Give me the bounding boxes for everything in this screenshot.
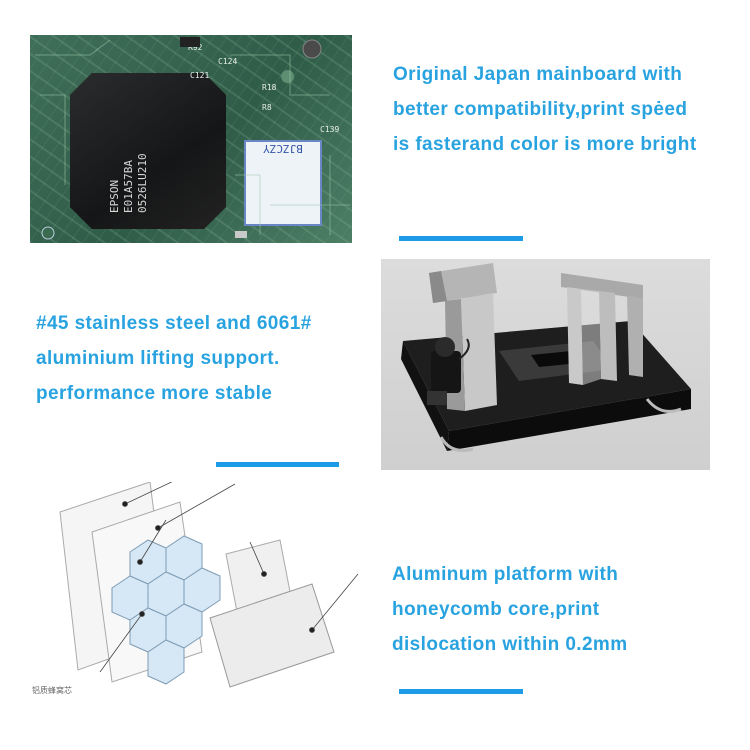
- mainboard-caption: Original Japan mainboard with better com…: [393, 57, 697, 162]
- honeycomb-diagram: 铝质蜂窝芯: [30, 482, 375, 697]
- caption-line: better compatibility,print spėed: [393, 99, 688, 120]
- lifting-support-illustration: [401, 263, 691, 452]
- caption-line: dislocation within 0.2mm: [392, 634, 628, 655]
- pcb-code: C124: [218, 57, 238, 66]
- honeycomb-layers: [59, 482, 359, 688]
- divider-bar: [399, 236, 523, 241]
- pcb-code: C121: [190, 71, 210, 80]
- caption-line: Original Japan mainboard with: [393, 64, 683, 85]
- mainboard-sticker: BJZCZY: [244, 140, 322, 226]
- lifting-support-photo: [381, 259, 710, 470]
- pcb-code: C139: [320, 125, 340, 134]
- caption-line: is fasterand color is more bright: [393, 134, 697, 155]
- pcb-code: R92: [188, 43, 203, 52]
- mainboard-photo: EPSON E01A57BA 0526LU210 BJZCZY R92 C124…: [30, 35, 352, 243]
- pcb-code: R18: [262, 83, 277, 92]
- divider-bar: [216, 462, 339, 467]
- caption-line: Aluminum platform with: [392, 564, 619, 585]
- caption-line: honeycomb core,print: [392, 599, 600, 620]
- caption-line: performance more stable: [36, 383, 273, 404]
- caption-line: aluminium lifting support.: [36, 348, 280, 369]
- epson-chip: [70, 73, 226, 229]
- pcb-code: R8: [262, 103, 272, 112]
- lifting-support-caption: #45 stainless steel and 6061# aluminium …: [36, 306, 312, 411]
- pcb-traces: [35, 37, 350, 240]
- divider-bar: [399, 689, 523, 694]
- caption-line: #45 stainless steel and 6061#: [36, 313, 312, 334]
- honeycomb-label: 铝质蜂窝芯: [32, 686, 72, 695]
- platform-caption: Aluminum platform with honeycomb core,pr…: [392, 557, 628, 662]
